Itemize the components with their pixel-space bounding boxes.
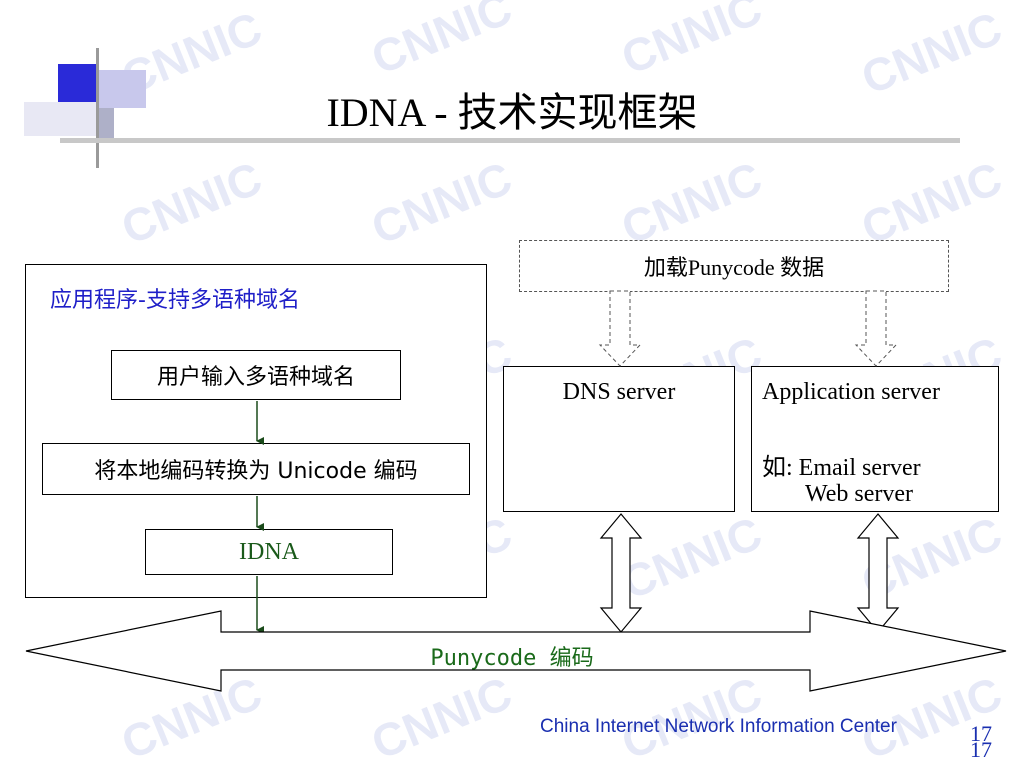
page-number-shadow: 17 <box>970 721 992 746</box>
application-server-example-web: Web server <box>805 481 914 507</box>
step-user-input-label: 用户输入多语种域名 <box>156 365 355 390</box>
application-server-example-email: 如: Email server <box>762 455 921 481</box>
application-server-label: Application server <box>762 379 940 405</box>
dashed-arrow-to-dns <box>598 290 642 367</box>
dns-server-box: DNS server <box>503 366 735 512</box>
step-unicode-convert-label: 将本地编码转换为 Unicode 编码 <box>94 459 418 484</box>
application-server-box: Application server 如: Email server Web s… <box>751 366 999 512</box>
page-number-main: 17 <box>970 737 992 762</box>
page-number: 17 17 <box>970 721 992 762</box>
double-arrow-app-bus <box>856 513 900 633</box>
punycode-bus-arrow <box>25 610 1007 692</box>
punycode-load-box: 加载Punycode 数据 <box>519 240 949 292</box>
footer-org-name: China Internet Network Information Cente… <box>540 716 897 737</box>
page-title: IDNA - 技术实现框架 <box>326 90 698 135</box>
punycode-load-label: 加载Punycode 数据 <box>643 255 825 280</box>
double-arrow-dns-bus <box>599 513 643 633</box>
step-idna-box: IDNA <box>145 529 393 575</box>
title-underline <box>60 138 960 143</box>
step-unicode-convert-box: 将本地编码转换为 Unicode 编码 <box>42 443 470 495</box>
app-container-label: 应用程序-支持多语种域名 <box>50 288 300 313</box>
step-idna-label: IDNA <box>239 538 299 565</box>
step-user-input-box: 用户输入多语种域名 <box>111 350 401 400</box>
dns-server-label: DNS server <box>562 379 676 405</box>
punycode-bus-label: Punycode 编码 <box>430 646 594 671</box>
dashed-arrow-to-app-server <box>854 290 898 367</box>
